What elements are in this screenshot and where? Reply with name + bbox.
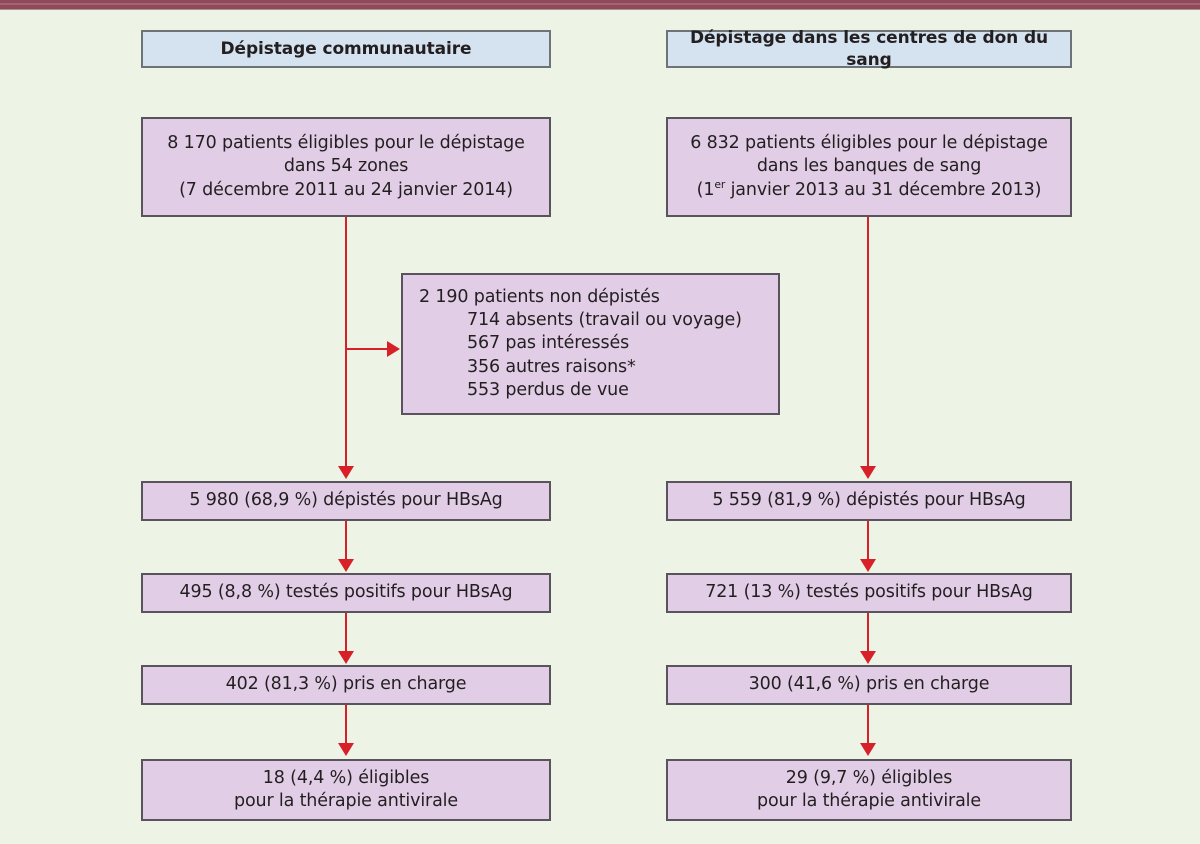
- left-step-managed-text: 402 (81,3 %) pris en charge: [225, 674, 467, 695]
- right-step-eligible: 6 832 patients éligibles pour le dépista…: [666, 117, 1072, 217]
- column-header-left-label: Dépistage communautaire: [220, 38, 472, 59]
- arrowhead-right-positive: [860, 559, 876, 572]
- column-header-left: Dépistage communautaire: [141, 30, 551, 68]
- connector-right-eligible-to-screened: [867, 217, 869, 469]
- arrowhead-left-positive: [338, 559, 354, 572]
- connector-left-positive-to-managed: [345, 613, 347, 655]
- top-accent-band: [0, 0, 1200, 10]
- arrowhead-left-managed: [338, 651, 354, 664]
- arrowhead-right-managed: [860, 651, 876, 664]
- connector-right-managed-to-therapy: [867, 705, 869, 747]
- excluded-box-reasons: 714 absents (travail ou voyage) 567 pas …: [467, 310, 742, 400]
- left-step-eligible: 8 170 patients éligibles pour le dépista…: [141, 117, 551, 217]
- connector-right-screened-to-positive: [867, 521, 869, 563]
- excluded-box-title: 2 190 patients non dépistés: [419, 287, 660, 308]
- arrowhead-excluded: [387, 341, 400, 357]
- left-step-positive: 495 (8,8 %) testés positifs pour HBsAg: [141, 573, 551, 613]
- right-step-managed-text: 300 (41,6 %) pris en charge: [748, 674, 990, 695]
- right-step-screened: 5 559 (81,9 %) dépistés pour HBsAg: [666, 481, 1072, 521]
- right-step-positive: 721 (13 %) testés positifs pour HBsAg: [666, 573, 1072, 613]
- right-step-screened-text: 5 559 (81,9 %) dépistés pour HBsAg: [712, 490, 1026, 511]
- left-step-eligible-text: 8 170 patients éligibles pour le dépista…: [167, 133, 525, 200]
- arrowhead-right-therapy: [860, 743, 876, 756]
- top-accent-band-stripe: [0, 3, 1200, 5]
- arrowhead-left-screened: [338, 466, 354, 479]
- arrowhead-right-screened: [860, 466, 876, 479]
- column-header-right-label: Dépistage dans les centres de don du san…: [689, 27, 1049, 70]
- arrowhead-left-therapy: [338, 743, 354, 756]
- right-step-positive-text: 721 (13 %) testés positifs pour HBsAg: [705, 582, 1033, 603]
- left-step-managed: 402 (81,3 %) pris en charge: [141, 665, 551, 705]
- left-step-screened: 5 980 (68,9 %) dépistés pour HBsAg: [141, 481, 551, 521]
- right-step-eligible-text: 6 832 patients éligibles pour le dépista…: [690, 133, 1048, 200]
- right-step-managed: 300 (41,6 %) pris en charge: [666, 665, 1072, 705]
- left-step-positive-text: 495 (8,8 %) testés positifs pour HBsAg: [179, 582, 513, 603]
- connector-left-to-excluded: [346, 348, 388, 350]
- connector-left-screened-to-positive: [345, 521, 347, 563]
- connector-left-eligible-to-screened: [345, 217, 347, 469]
- connector-right-positive-to-managed: [867, 613, 869, 655]
- left-step-screened-text: 5 980 (68,9 %) dépistés pour HBsAg: [189, 490, 503, 511]
- column-header-right: Dépistage dans les centres de don du san…: [666, 28, 1072, 70]
- connector-left-managed-to-therapy: [345, 705, 347, 747]
